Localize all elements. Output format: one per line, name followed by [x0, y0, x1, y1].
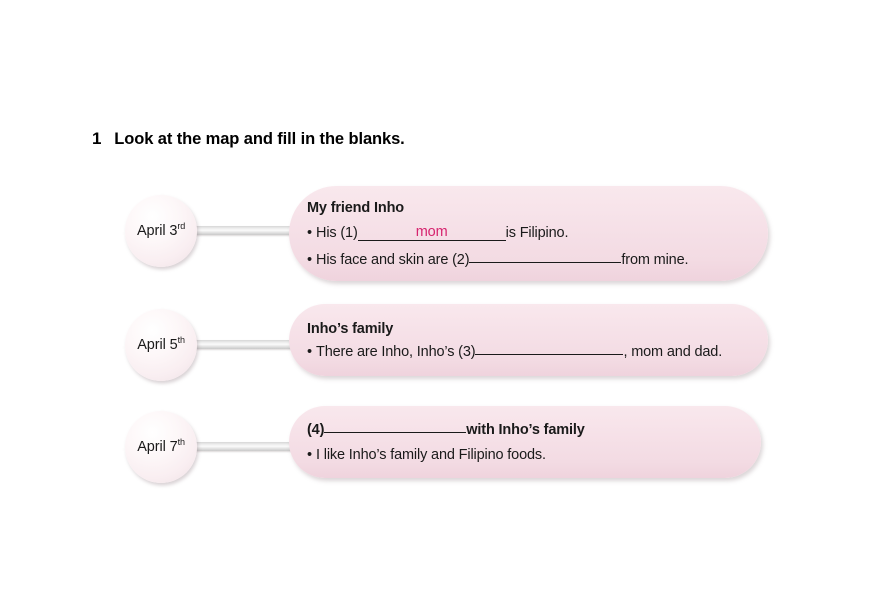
date-ordinal-suffix: th [177, 335, 185, 346]
date-text: April 3 [136, 223, 178, 239]
answer-blank-2[interactable] [469, 261, 622, 263]
connector-bar-1 [190, 226, 300, 235]
date-text: April 5 [137, 337, 178, 353]
date-text: April 7 [137, 439, 178, 455]
connector-bar-2 [190, 340, 300, 349]
line-text-before: His face and skin are (2) [316, 251, 470, 268]
bullet-icon: • [307, 251, 312, 268]
pill-heading-1: My friend Inho [307, 199, 404, 216]
pill-line-2-1: • There are Inho, Inho’s (3) , mom and d… [307, 344, 746, 360]
date-ordinal-suffix: rd [177, 221, 185, 232]
pill-line-1-1: • His (1) mom is Filipino. [307, 224, 746, 242]
pill-line-1-2: • His face and skin are (2) from mine. [307, 252, 746, 268]
date-ordinal-suffix: th [177, 437, 185, 448]
line-text-before: I like Inho’s family and Filipino foods. [316, 446, 546, 463]
line-text-after: is Filipino. [505, 224, 569, 241]
answer-blank-4[interactable] [324, 431, 467, 433]
content-pill-1: My friend Inho • His (1) mom is Filipino… [289, 186, 768, 281]
line-text-after: , mom and dad. [623, 343, 723, 360]
date-bubble-april-5: April 5th [125, 309, 197, 381]
date-label: April 5th [137, 335, 185, 353]
answer-blank-3[interactable] [475, 353, 624, 355]
date-bubble-april-7: April 7th [125, 411, 197, 483]
date-label: April 7th [137, 437, 185, 455]
pill-heading-3: (4) with Inho’s family [307, 422, 739, 438]
heading-text-before: (4) [307, 421, 325, 438]
exercise-number: 1 [92, 129, 102, 148]
pill-heading-2: Inho’s family [307, 320, 394, 337]
exercise-title: Look at the map and fill in the blanks. [114, 130, 405, 148]
answer-blank-1[interactable]: mom [357, 224, 506, 241]
bullet-icon: • [307, 224, 312, 241]
line-text-before: There are Inho, Inho’s (3) [316, 343, 476, 360]
line-text-after: from mine. [621, 251, 689, 268]
bullet-icon: • [307, 446, 312, 463]
date-label: April 3rd [136, 221, 185, 239]
heading-text-after: with Inho’s family [466, 421, 585, 438]
line-text-before: His (1) [316, 224, 358, 241]
content-pill-3: (4) with Inho’s family • I like Inho’s f… [289, 406, 761, 478]
bullet-icon: • [307, 343, 312, 360]
pill-line-3-1: • I like Inho’s family and Filipino food… [307, 447, 739, 463]
connector-bar-3 [190, 442, 300, 451]
exercise-heading: 1 Look at the map and fill in the blanks… [92, 129, 405, 149]
date-bubble-april-3: April 3rd [125, 195, 197, 267]
content-pill-2: Inho’s family • There are Inho, Inho’s (… [289, 304, 768, 376]
